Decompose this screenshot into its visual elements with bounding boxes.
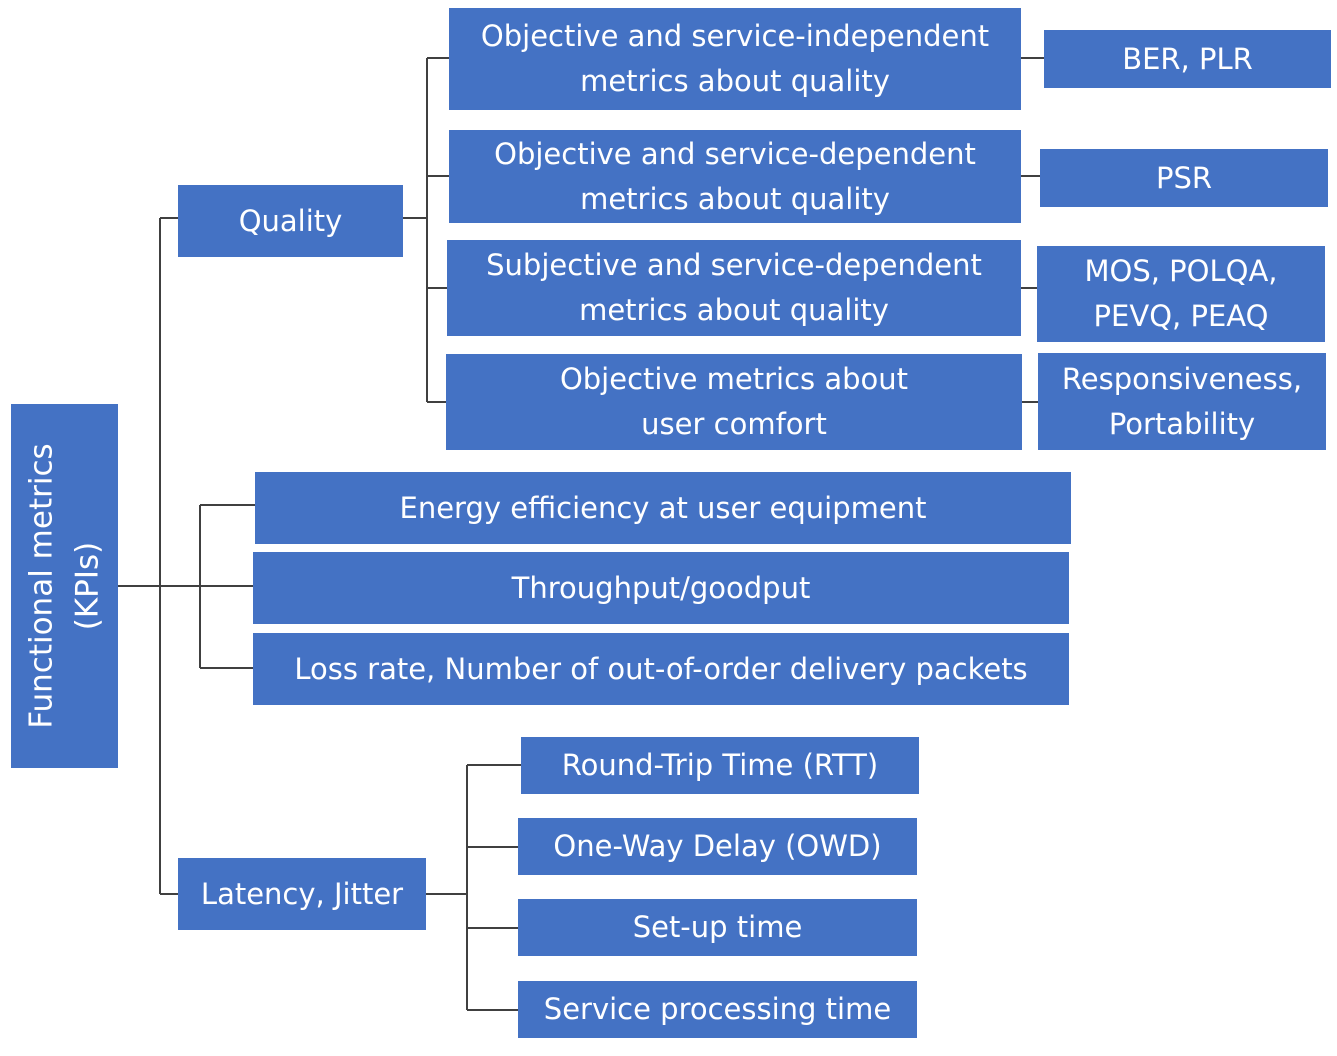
node-service-processing-time: Service processing time	[518, 981, 917, 1038]
node-one-way-delay-label: One-Way Delay (OWD)	[553, 829, 882, 863]
node-round-trip-time: Round-Trip Time (RTT)	[521, 737, 919, 794]
node-quality: Quality	[178, 185, 403, 257]
node-one-way-delay: One-Way Delay (OWD)	[518, 818, 917, 875]
node-quality-label: Quality	[238, 203, 343, 238]
node-latency-jitter-label: Latency, Jitter	[200, 876, 404, 911]
root-label-line1: Functional metrics	[23, 443, 60, 729]
node-loss-rate-label: Loss rate, Number of out-of-order delive…	[294, 651, 1028, 686]
node-service-processing-time-label: Service processing time	[543, 992, 892, 1026]
root-label: Functional metrics (KPIs)	[19, 443, 111, 728]
node-objective-service-independent: Objective and service-independent metric…	[449, 8, 1021, 110]
node-subjective-service-dependent: Subjective and service-dependent metrics…	[447, 240, 1021, 336]
example-responsiveness-label: Responsiveness, Portability	[1061, 361, 1303, 441]
node-throughput: Throughput/goodput	[253, 552, 1069, 624]
root-label-line2: (KPIs)	[69, 541, 106, 631]
example-ber-plr-label: BER, PLR	[1122, 41, 1253, 76]
node-loss-rate: Loss rate, Number of out-of-order delive…	[253, 633, 1069, 705]
node-subjective-service-dependent-label: Subjective and service-dependent metrics…	[486, 248, 982, 327]
example-mos-polqa-label: MOS, POLQA, PEVQ, PEAQ	[1084, 254, 1278, 333]
example-ber-plr: BER, PLR	[1044, 30, 1331, 88]
node-throughput-label: Throughput/goodput	[511, 570, 811, 605]
node-energy-efficiency-label: Energy efficiency at user equipment	[399, 490, 927, 525]
root-node-functional-metrics: Functional metrics (KPIs)	[11, 404, 118, 768]
node-user-comfort-label: Objective metrics about user comfort	[559, 362, 909, 441]
node-round-trip-time-label: Round-Trip Time (RTT)	[561, 748, 879, 782]
node-setup-time: Set-up time	[518, 899, 917, 956]
example-responsiveness: Responsiveness, Portability	[1038, 353, 1326, 450]
node-objective-service-dependent: Objective and service-dependent metrics …	[449, 130, 1021, 223]
node-latency-jitter: Latency, Jitter	[178, 858, 426, 930]
example-psr: PSR	[1040, 149, 1328, 207]
node-objective-service-dependent-label: Objective and service-dependent metrics …	[494, 136, 976, 216]
example-mos-polqa: MOS, POLQA, PEVQ, PEAQ	[1037, 246, 1325, 342]
example-psr-label: PSR	[1155, 160, 1213, 195]
node-energy-efficiency: Energy efficiency at user equipment	[255, 472, 1071, 544]
node-objective-service-independent-label: Objective and service-independent metric…	[480, 19, 990, 98]
node-user-comfort: Objective metrics about user comfort	[446, 354, 1022, 450]
node-setup-time-label: Set-up time	[632, 910, 803, 944]
